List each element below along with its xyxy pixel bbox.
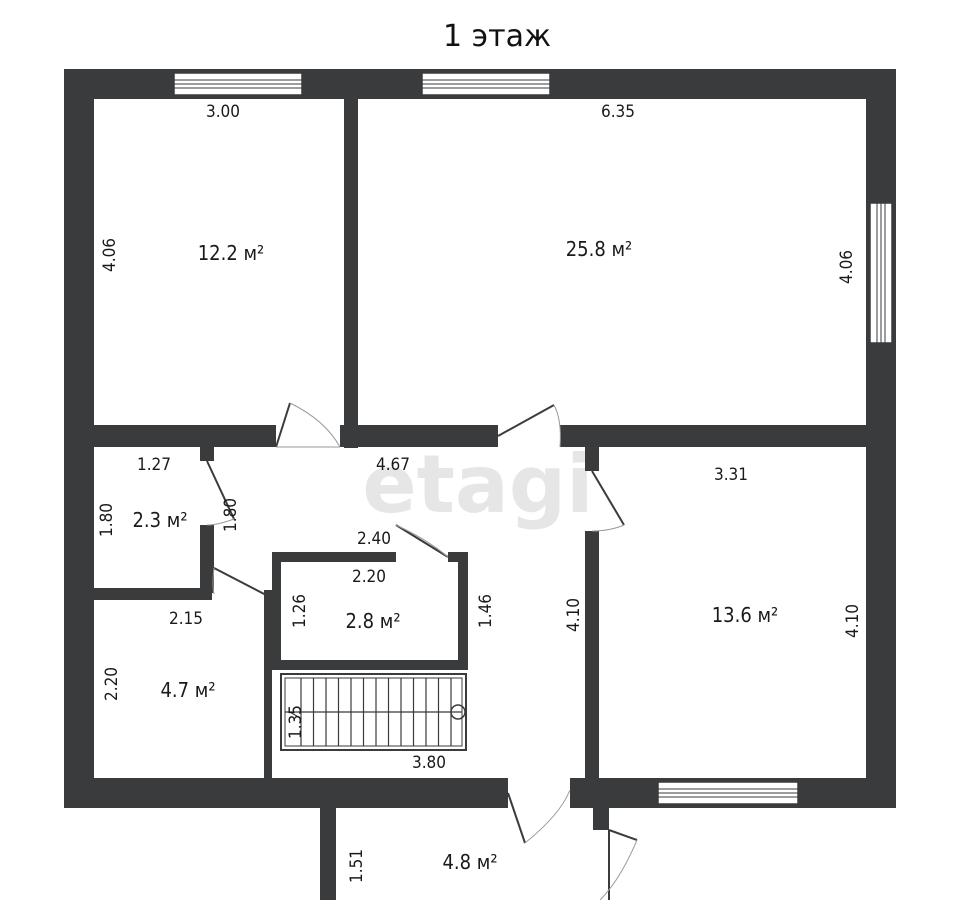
- floor-title: 1 этаж: [443, 19, 551, 54]
- watermark-logo: etagi: [362, 438, 593, 531]
- dim-room25-height: 4.06: [837, 250, 857, 284]
- dim-stair-side: 1.35: [286, 705, 306, 739]
- wall-right: [866, 69, 896, 808]
- wall-wc-right: [200, 525, 214, 593]
- dim-hall-depth: 4.10: [564, 598, 584, 632]
- dim-room12-height: 4.06: [100, 238, 120, 272]
- wall-bottom-left: [64, 778, 508, 808]
- dim-closet-outer-width: 2.40: [357, 529, 391, 549]
- dim-room13-width: 3.31: [714, 465, 748, 485]
- dim-stair-height: 1.46: [476, 594, 496, 628]
- dim-closet-height: 1.26: [290, 594, 310, 628]
- wall-between-top-rooms: [344, 99, 358, 448]
- dim-small-room-width: 2.15: [169, 609, 203, 629]
- wall-mid-right: [560, 425, 866, 447]
- door-room-25: [497, 404, 561, 448]
- area-vestibule: 4.8 м²: [442, 850, 497, 874]
- area-small-room: 4.7 м²: [160, 678, 215, 702]
- windows: [173, 72, 893, 805]
- area-room-13: 13.6 м²: [712, 603, 779, 627]
- dim-stair-width: 3.80: [412, 753, 446, 773]
- wall-hall-right-top: [585, 447, 599, 471]
- staircase: [280, 673, 467, 751]
- wall-wc-bottom: [94, 588, 212, 600]
- window-top-right: [421, 72, 551, 96]
- dim-room25-width: 6.35: [601, 102, 635, 122]
- wall-mid-left: [94, 425, 276, 447]
- dim-room13-height: 4.10: [843, 604, 863, 638]
- wall-closet-bottom: [272, 660, 468, 670]
- wall-closet-right: [458, 552, 468, 664]
- dim-small-room-height: 2.20: [102, 667, 122, 701]
- door-small-room: [212, 567, 269, 597]
- interior-walls: [94, 99, 866, 900]
- door-vestibule: [599, 829, 638, 900]
- dim-wc-height-left: 1.80: [97, 503, 117, 537]
- wall-hall-right: [585, 531, 599, 778]
- area-room-12: 12.2 м²: [198, 241, 265, 265]
- dim-vestibule-height: 1.51: [347, 849, 367, 883]
- stair-start-circle: [450, 704, 466, 720]
- wall-closet-top-left: [272, 552, 396, 562]
- dim-room12-width: 3.00: [206, 102, 240, 122]
- area-wc: 2.3 м²: [132, 508, 187, 532]
- dim-hall-width: 4.67: [376, 455, 410, 475]
- window-right: [869, 202, 893, 344]
- window-bottom-right: [657, 781, 799, 805]
- area-room-25: 25.8 м²: [566, 237, 633, 261]
- doors: [206, 402, 638, 900]
- door-wc: [206, 460, 235, 526]
- dim-closet-width: 2.20: [352, 567, 386, 587]
- wall-closet-left: [272, 552, 281, 664]
- wall-wc-stub: [200, 447, 214, 461]
- labels: 3.00 6.35 4.06 4.06 12.2 м² 25.8 м² 1.27…: [97, 102, 863, 883]
- wall-left: [64, 69, 94, 808]
- door-entrance: [507, 789, 571, 844]
- door-room-12: [275, 402, 341, 448]
- window-top-left: [173, 72, 303, 96]
- dim-wc-width: 1.27: [137, 455, 171, 475]
- door-room-13: [591, 470, 625, 532]
- door-closet: [395, 524, 449, 558]
- wall-mid-center: [340, 425, 498, 447]
- area-closet: 2.8 м²: [345, 609, 400, 633]
- wall-small-room-right: [264, 590, 272, 778]
- dim-wc-height-right: 1.80: [221, 498, 241, 532]
- wall-vestibule-left: [320, 808, 336, 900]
- wall-vestibule-right-stub: [593, 808, 609, 830]
